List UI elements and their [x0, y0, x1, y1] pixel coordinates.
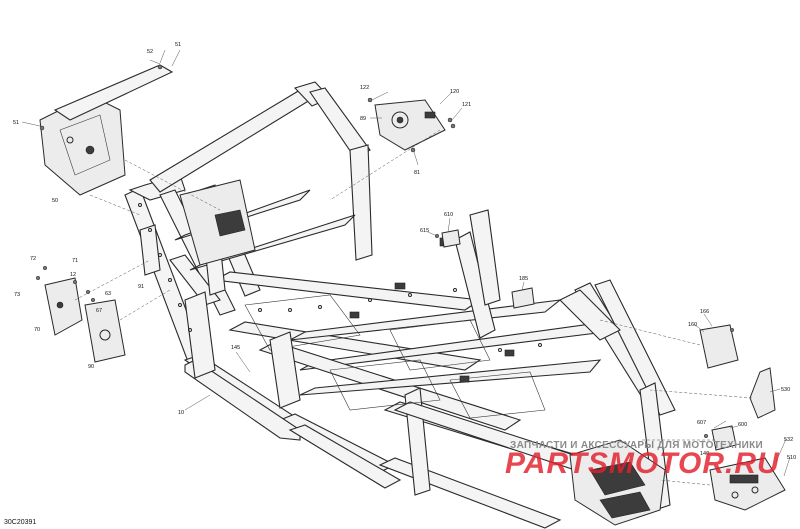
- callout-600: 600: [738, 422, 747, 428]
- bracket-600: [703, 425, 737, 451]
- callout-labels: 52 51 51 50 122 120 89 121 81 610 615 72…: [13, 42, 796, 461]
- callout-10: 10: [178, 410, 184, 416]
- callout-67: 67: [96, 308, 102, 314]
- callout-610: 610: [444, 212, 453, 218]
- callout-70: 70: [34, 327, 40, 333]
- callout-145: 145: [231, 345, 240, 351]
- callout-121: 121: [462, 102, 471, 108]
- callout-120: 120: [450, 89, 459, 95]
- callout-91: 91: [138, 284, 144, 290]
- watermark-tagline: ЗАПЧАСТИ И АКСЕССУАРЫ ДЛЯ МОТОТЕХНИКИ: [510, 440, 763, 451]
- callout-73: 73: [14, 292, 20, 298]
- plate-160-166: [699, 324, 739, 369]
- main-frame: [124, 81, 676, 529]
- side-bracket-70: [35, 265, 126, 363]
- callout-72: 72: [30, 256, 36, 262]
- callout-51: 51: [175, 42, 181, 48]
- bracket-610: [434, 229, 461, 248]
- rail-holes: [138, 203, 542, 352]
- callout-185: 185: [519, 276, 528, 282]
- callout-51: 51: [13, 120, 19, 126]
- callout-532: 532: [784, 437, 793, 443]
- skid-plate-510: [709, 457, 786, 511]
- callout-50: 50: [52, 198, 58, 204]
- callout-607: 607: [697, 420, 706, 426]
- rear-bracket-assembly: [39, 64, 174, 196]
- callout-530: 530: [781, 387, 790, 393]
- callout-12: 12: [70, 272, 76, 278]
- callout-90: 90: [88, 364, 94, 370]
- callout-52: 52: [147, 49, 153, 55]
- watermark-logo-text: PARTSMOTOR.RU: [505, 447, 780, 480]
- bracket-185: [511, 287, 535, 309]
- callout-71: 71: [72, 258, 78, 264]
- callout-510: 510: [787, 455, 796, 461]
- callout-160: 160: [688, 322, 697, 328]
- callout-89: 89: [360, 116, 366, 122]
- callout-166: 166: [700, 309, 709, 315]
- leader-lines: [21, 49, 791, 486]
- callout-615: 615: [420, 228, 429, 234]
- diagram-reference-code: 30C20391: [4, 519, 36, 526]
- watermark: ЗАПЧАСТИ И АКСЕССУАРЫ ДЛЯ МОТОТЕХНИКИ PA…: [505, 440, 780, 480]
- plate-530: [749, 367, 776, 419]
- callout-81: 81: [414, 170, 420, 176]
- callout-122: 122: [360, 85, 369, 91]
- callout-140: 140: [700, 451, 709, 457]
- callout-63: 63: [105, 291, 111, 297]
- upper-bracket-120: [367, 97, 456, 153]
